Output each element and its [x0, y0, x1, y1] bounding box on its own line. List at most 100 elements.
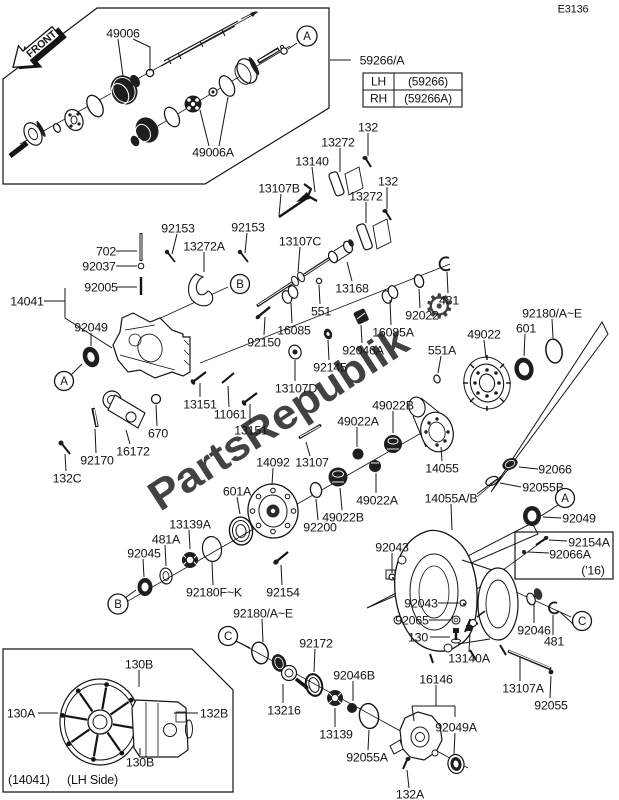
washer-92065 [451, 615, 461, 625]
leader-line [271, 467, 274, 486]
part-label-92172: 92172 [299, 636, 333, 650]
part-label-92150: 92150 [247, 335, 281, 349]
leader-line [523, 333, 526, 357]
part-label-130A: 130A [7, 706, 36, 720]
part-label-49022A: 49022A [356, 493, 398, 507]
gasket-92055B [485, 475, 499, 487]
part-label-132A: 132A [396, 787, 425, 800]
leader-line [188, 529, 191, 550]
part-label-13168: 13168 [335, 281, 369, 295]
leader-line [235, 640, 251, 649]
bearing-92049A [447, 753, 465, 775]
leader-line [244, 232, 248, 254]
axle-shaft [160, 11, 257, 67]
leader-line [360, 324, 363, 344]
part-label-16085: 16085 [277, 323, 311, 337]
bolt-132-a [362, 156, 372, 168]
leader-line [278, 193, 282, 217]
ref-table-side-RH: RH [370, 92, 387, 106]
inner-joint-hub [64, 108, 84, 132]
part-label-601: 601 [516, 321, 536, 335]
leader-line [327, 339, 330, 361]
joint-13216 [271, 654, 309, 690]
leader-line [518, 466, 539, 470]
part-label-481: 481 [439, 293, 459, 307]
callout-circle-C [217, 625, 239, 647]
callout-letter-C: C [224, 631, 232, 643]
leader-line [453, 732, 456, 755]
leader-line [236, 496, 241, 515]
leader-line [548, 539, 568, 542]
leader-line [44, 300, 113, 349]
part-label-130B: 130B [125, 657, 153, 671]
leader-line [549, 675, 552, 699]
leader-line [542, 516, 562, 519]
leader-line [540, 504, 559, 517]
part-label-16085A: 16085A [372, 325, 414, 339]
part-label-49022B: 49022B [372, 398, 414, 412]
bolt-13151-a [190, 371, 207, 385]
part-label-49022A: 49022A [337, 414, 379, 428]
leader-line [406, 769, 410, 789]
leader-line [437, 355, 442, 374]
pin-551A [433, 374, 441, 384]
leader-line [527, 551, 550, 554]
leader-line [199, 109, 210, 147]
part-label-92153: 92153 [161, 221, 195, 235]
leader-line [171, 233, 178, 255]
part-label-92045: 92045 [127, 546, 161, 560]
part-label-130B: 130B [126, 755, 154, 769]
leader-lines [38, 38, 574, 789]
breather-92037 [137, 262, 145, 270]
bevel-gear-49022A-2 [369, 460, 381, 472]
leader-line [117, 38, 124, 77]
part-label-13107C: 13107C [279, 234, 321, 248]
callout-letter-C: C [578, 616, 586, 628]
part-label-11061: 11061 [214, 407, 247, 421]
leader-line [499, 482, 522, 488]
part-label-130: 130 [408, 630, 428, 644]
front-gearcase-14041 [112, 312, 191, 379]
snap-ring-481-right [548, 601, 560, 615]
snap-ring-large [218, 75, 236, 97]
snap-ring-481 [438, 256, 451, 272]
part-label-92066A: 92066A [549, 547, 591, 561]
part-label-14041: 14041 [10, 294, 44, 308]
part-label-92180FK: 92180F~K [186, 585, 243, 599]
part-label-551A: 551A [428, 343, 457, 357]
lh-box-caption: (14041) (LH Side) [8, 773, 118, 787]
part-label-13140: 13140 [295, 154, 329, 168]
boot-band [163, 106, 181, 128]
callout-circle-A [53, 370, 75, 392]
leader-line [411, 705, 415, 722]
leader-line [125, 429, 131, 445]
leader-line [70, 363, 83, 376]
bolt-13151-b [241, 392, 258, 406]
callout-letter-A: A [60, 376, 68, 388]
part-label-13140A: 13140A [448, 651, 490, 665]
lh-box-part-number: (14041) [8, 773, 50, 787]
rod-13107B [278, 192, 311, 219]
leader-line [318, 284, 321, 305]
part-label-132: 132 [358, 120, 378, 134]
part-label-92154A: 92154A [568, 535, 610, 549]
long-arrow-icon [490, 320, 609, 493]
pin-13107 [298, 423, 322, 440]
leader-line [551, 318, 554, 339]
leader-line [315, 498, 319, 521]
bearing-92045 [137, 578, 153, 596]
frames [2, 7, 614, 793]
part-label-92022: 92022 [405, 308, 439, 322]
part-label-92037: 92037 [82, 259, 116, 273]
washer-92200 [309, 481, 323, 499]
pin-92066A [522, 550, 526, 554]
bevel-gear-49022A-1 [352, 448, 364, 460]
seal-92049-left [82, 346, 100, 368]
circlip [280, 47, 288, 55]
ball-92043-upper [388, 573, 396, 581]
part-label-702: 702 [96, 244, 116, 258]
bolt-92154 [273, 551, 289, 565]
shift-linkage [164, 156, 392, 308]
gear-13139 [327, 690, 343, 706]
